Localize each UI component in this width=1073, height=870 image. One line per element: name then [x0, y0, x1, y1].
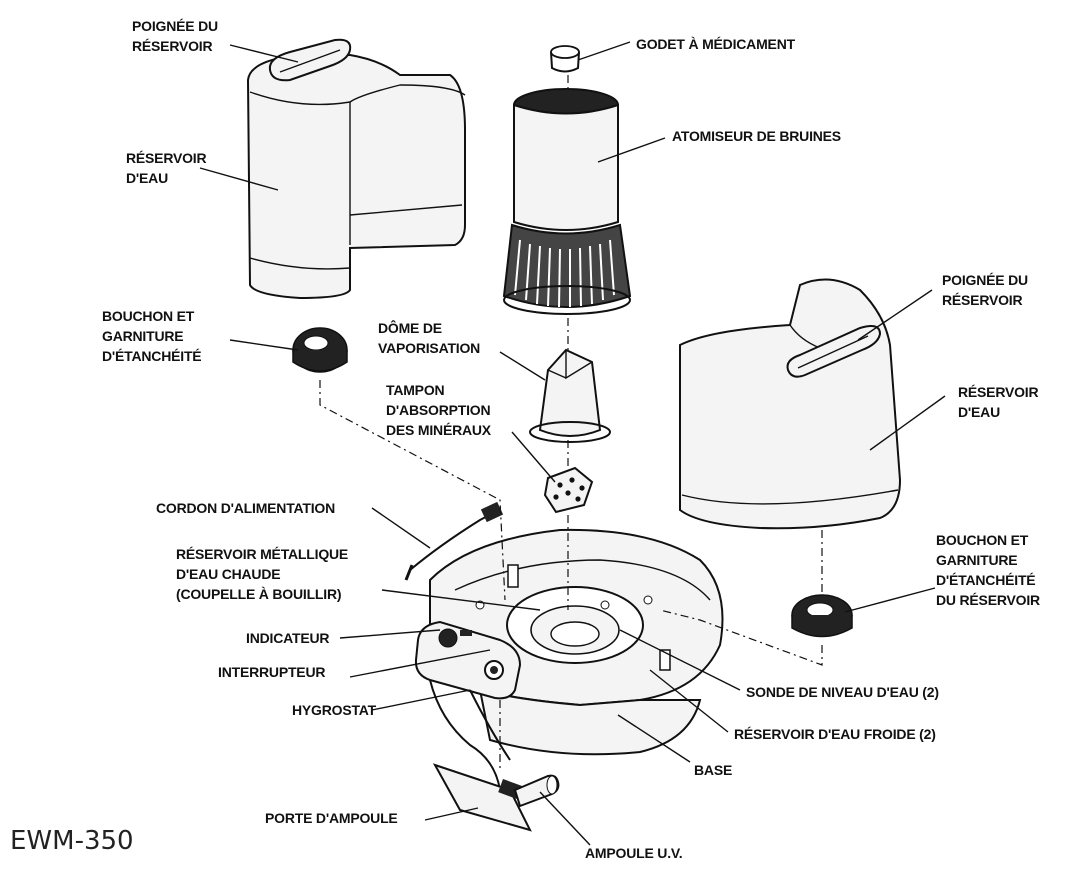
label-tank-left: RÉSERVOIR D'EAU: [126, 148, 207, 188]
label-line: INDICATEUR: [246, 630, 330, 646]
label-line: RÉSERVOIR: [126, 150, 207, 166]
label-mist-atomizer: ATOMISEUR DE BRUINES: [672, 126, 841, 146]
label-line: ATOMISEUR DE BRUINES: [672, 128, 841, 144]
label-line: BASE: [694, 762, 733, 778]
leader-lines: [199, 41, 946, 846]
mist-atomizer: [502, 88, 632, 315]
label-line: CORDON D'ALIMENTATION: [156, 500, 336, 516]
label-line: D'EAU CHAUDE: [176, 566, 281, 582]
label-hot-water-tank: RÉSERVOIR MÉTALLIQUE D'EAU CHAUDE (COUPE…: [176, 544, 348, 604]
label-line: GODET À MÉDICAMENT: [636, 36, 795, 52]
label-line: RÉSERVOIR: [958, 384, 1039, 400]
right-cap: [791, 594, 853, 638]
label-switch: INTERRUPTEUR: [218, 662, 325, 682]
label-line: RÉSERVOIR MÉTALLIQUE: [176, 546, 349, 562]
label-line: D'ABSORPTION: [386, 402, 491, 418]
label-mineral-pad: TAMPON D'ABSORPTION DES MINÉRAUX: [386, 380, 491, 440]
label-line: DÔME DE: [378, 320, 442, 336]
label-line: (COUPELLE À BOUILLIR): [176, 586, 342, 602]
label-line: POIGNÉE DU: [942, 272, 1028, 288]
label-handle-left: POIGNÉE DU RÉSERVOIR: [132, 16, 218, 56]
label-vapor-dome: DÔME DE VAPORISATION: [378, 318, 480, 358]
right-tank-handle: [786, 325, 882, 378]
label-medicine-cup: GODET À MÉDICAMENT: [636, 34, 795, 54]
label-line: PORTE D'AMPOULE: [265, 810, 398, 826]
label-line: RÉSERVOIR: [132, 38, 213, 54]
label-cold-water-tank: RÉSERVOIR D'EAU FROIDE (2): [734, 724, 936, 744]
label-base: BASE: [694, 760, 732, 780]
model-number: EWM-350: [10, 826, 134, 856]
vapor-dome: [529, 348, 611, 443]
medicine-cup: [550, 45, 580, 73]
label-line: D'EAU: [958, 404, 1000, 420]
label-hygrostat: HYGROSTAT: [292, 700, 376, 720]
label-line: AMPOULE U.V.: [585, 845, 683, 861]
left-tank-handle: [268, 38, 352, 82]
label-line: RÉSERVOIR D'EAU FROIDE (2): [734, 726, 936, 742]
right-water-tank: [679, 278, 902, 530]
label-line: RÉSERVOIR: [942, 292, 1023, 308]
label-line: D'ÉTANCHÉITÉ: [102, 348, 202, 364]
left-cap: [292, 327, 348, 373]
uv-bulb: [513, 774, 560, 808]
label-indicator: INDICATEUR: [246, 628, 329, 648]
left-water-tank: [246, 54, 466, 300]
label-water-probe: SONDE DE NIVEAU D'EAU (2): [746, 682, 939, 702]
label-line: POIGNÉE DU: [132, 18, 218, 34]
label-line: HYGROSTAT: [292, 702, 377, 718]
label-tank-right: RÉSERVOIR D'EAU: [958, 382, 1039, 422]
label-line: DU RÉSERVOIR: [936, 592, 1040, 608]
label-line: BOUCHON ET: [102, 308, 195, 324]
label-line: DES MINÉRAUX: [386, 422, 491, 438]
power-cord: [404, 501, 504, 581]
label-bulb-holder: PORTE D'AMPOULE: [265, 808, 398, 828]
label-line: D'ÉTANCHÉITÉ: [936, 572, 1036, 588]
label-line: INTERRUPTEUR: [218, 664, 326, 680]
label-line: GARNITURE: [936, 552, 1018, 568]
label-line: D'EAU: [126, 170, 168, 186]
label-uv-bulb: AMPOULE U.V.: [585, 843, 683, 863]
mineral-pad: [543, 466, 594, 514]
label-cap-left: BOUCHON ET GARNITURE D'ÉTANCHÉITÉ: [102, 306, 202, 366]
bulb-holder: [432, 763, 532, 832]
label-cap-right: BOUCHON ET GARNITURE D'ÉTANCHÉITÉ DU RÉS…: [936, 530, 1040, 610]
label-line: VAPORISATION: [378, 340, 481, 356]
label-line: BOUCHON ET: [936, 532, 1029, 548]
label-line: TAMPON: [386, 382, 445, 398]
label-line: SONDE DE NIVEAU D'EAU (2): [746, 684, 939, 700]
label-handle-right: POIGNÉE DU RÉSERVOIR: [942, 270, 1028, 310]
label-power-cord: CORDON D'ALIMENTATION: [156, 498, 335, 518]
control-panel: [414, 620, 522, 700]
label-line: GARNITURE: [102, 328, 184, 344]
